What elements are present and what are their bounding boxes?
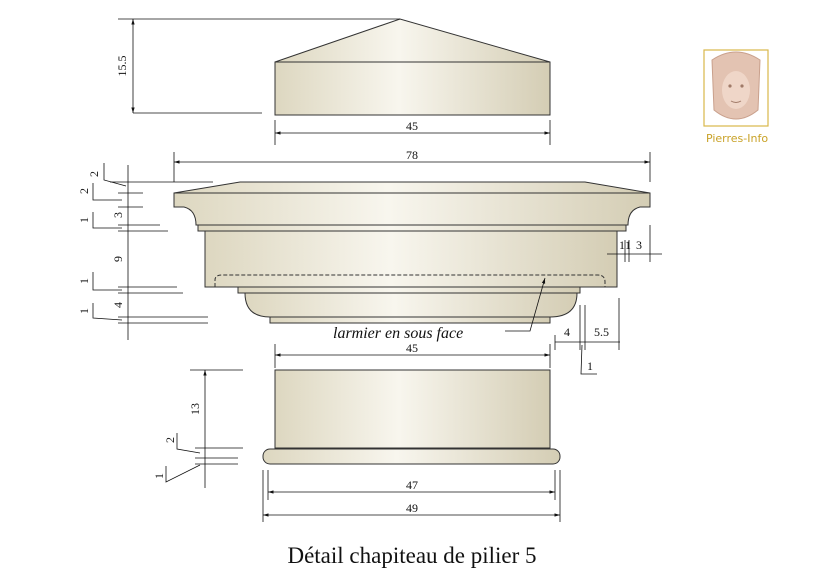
annotation-text: larmier en sous face (333, 325, 463, 342)
left-dim-4: 1 (77, 217, 91, 223)
capital-width-label: 78 (406, 148, 418, 162)
base-inner-width-label: 47 (406, 478, 418, 492)
right-dim-4: 4 (564, 325, 570, 339)
cap-height-dimension: 15.5 (115, 18, 400, 114)
right-dim-2: 1 (625, 238, 631, 252)
left-dimension-chain: 2 2 3 1 9 1 4 1 (77, 163, 213, 340)
base-top-width-dimension: 45 (274, 341, 551, 368)
left-dim-3: 3 (111, 212, 125, 218)
base-height-dimension: 13 2 1 (152, 369, 243, 488)
cap-width-dimension: 45 (274, 119, 551, 145)
base-width-dimensions: 47 49 (262, 470, 561, 522)
base-top-width-label: 45 (406, 341, 418, 355)
right-dim-3: 3 (636, 238, 642, 252)
capital (173, 181, 651, 324)
left-dim-8: 1 (77, 308, 91, 314)
base-height-label: 13 (188, 403, 202, 415)
base-small-dim-2: 1 (152, 473, 166, 479)
right-dim-1: 1 (619, 238, 625, 252)
top-cap (274, 18, 551, 116)
logo-text: Pierres-Info (706, 132, 768, 145)
base (262, 369, 561, 465)
right-bottom-dimensions: 4 5.5 1 (554, 298, 620, 375)
left-dim-7: 4 (111, 302, 125, 308)
cap-width-label: 45 (406, 119, 418, 133)
left-dim-5: 9 (111, 256, 125, 262)
capital-width-dimension: 78 (173, 148, 651, 182)
left-dim-6: 1 (77, 278, 91, 284)
left-dim-2: 2 (77, 188, 91, 194)
cap-height-label: 15.5 (115, 56, 129, 77)
right-top-dimensions: 1 1 3 (607, 225, 662, 262)
base-small-dim-1: 2 (163, 437, 177, 443)
right-dim-6: 1 (587, 359, 593, 373)
diagram-title: Détail chapiteau de pilier 5 (287, 543, 536, 568)
right-dim-5: 5.5 (594, 325, 609, 339)
left-dim-1: 2 (87, 171, 101, 177)
annotation: larmier en sous face (333, 277, 546, 342)
pierres-info-logo: Pierres-Info (703, 49, 769, 145)
base-outer-width-label: 49 (406, 501, 418, 515)
